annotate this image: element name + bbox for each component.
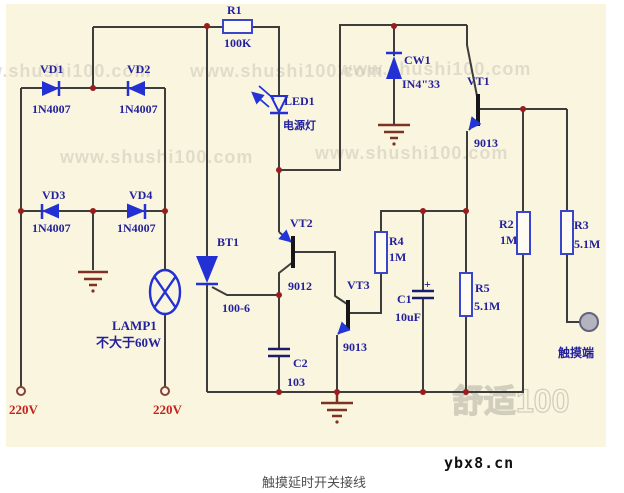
vd4-value: 1N4007 xyxy=(117,221,156,235)
vt1-ref: VT1 xyxy=(467,74,490,88)
r2-value: 1M xyxy=(500,233,517,247)
resistor-r5-body xyxy=(459,272,473,317)
watermark-text: www.shushi100.com xyxy=(337,59,531,79)
diode-vd1 xyxy=(42,81,61,96)
vt2-ref: VT2 xyxy=(290,216,313,230)
semiconductors xyxy=(40,51,402,286)
resistors xyxy=(222,19,574,317)
r5-ref: R5 xyxy=(475,281,490,295)
vd2-value: 1N4007 xyxy=(119,102,158,116)
vt2-value: 9012 xyxy=(288,279,312,293)
watermark-text: www.shushi100.com xyxy=(314,143,508,163)
transistor-arrows xyxy=(278,116,482,335)
resistor-r2-body xyxy=(516,211,531,255)
ground-icon xyxy=(378,123,410,140)
vt1-value: 9013 xyxy=(474,136,498,150)
bt1-ref: BT1 xyxy=(217,235,239,249)
capacitor-c1-plates xyxy=(412,289,434,300)
scr-bt1 xyxy=(196,256,218,286)
cw1-ref: CW1 xyxy=(404,53,431,67)
led1-ref: LED1 xyxy=(284,94,315,108)
ground-icon xyxy=(78,270,108,287)
led1-value: 电源灯 xyxy=(283,118,316,132)
figure-caption: 触摸延时开关接线 xyxy=(262,475,366,490)
c1-ref: C1 xyxy=(397,292,412,306)
ac-terminal-label-mid: 220V xyxy=(153,402,183,417)
c2-ref: C2 xyxy=(293,356,308,370)
vt3-ref: VT3 xyxy=(347,278,370,292)
zener-cw1 xyxy=(386,51,402,79)
vd3-value: 1N4007 xyxy=(32,221,71,235)
vd1-ref: VD1 xyxy=(40,62,63,76)
junction-dots xyxy=(18,23,526,395)
vd3-ref: VD3 xyxy=(42,188,65,202)
resistor-r1-body xyxy=(222,19,253,34)
cw1-value: IN4"33 xyxy=(402,77,440,91)
diode-vd4 xyxy=(127,203,147,219)
lamp1-value: 不大于60W xyxy=(96,335,161,350)
capacitor-c2-plates xyxy=(268,347,290,358)
c2-value: 103 xyxy=(287,375,305,389)
r2-ref: R2 xyxy=(499,217,514,231)
lamp1-ref: LAMP1 xyxy=(112,318,157,333)
r1-ref: R1 xyxy=(227,3,242,17)
vd4-ref: VD4 xyxy=(129,188,152,202)
led-led1 xyxy=(254,86,289,115)
watermark-text: www.shushi100.com xyxy=(0,61,151,81)
r3-value: 5.1M xyxy=(574,237,600,251)
watermark-text: www.shushi100.com xyxy=(59,147,253,167)
ground-icon xyxy=(321,393,353,418)
schematic-paper xyxy=(6,4,606,447)
r4-ref: R4 xyxy=(389,234,404,248)
capacitors xyxy=(268,289,434,358)
terminal-220v-mid xyxy=(160,386,170,396)
r4-value: 1M xyxy=(389,250,406,264)
vt3-value: 9013 xyxy=(343,340,367,354)
watermark-logo: 舒适100 xyxy=(452,383,569,419)
c1-polarity: + xyxy=(424,277,431,291)
ac-terminal-label-left: 220V xyxy=(9,402,39,417)
led-emission-arrows xyxy=(254,86,275,108)
r3-ref: R3 xyxy=(574,218,589,232)
watermark-text: www.shushi100.com xyxy=(189,61,383,81)
ground-symbols xyxy=(78,123,410,424)
touch-terminal-pad xyxy=(579,312,599,332)
vd1-value: 1N4007 xyxy=(32,102,71,116)
vd2-ref: VD2 xyxy=(127,62,150,76)
diode-vd2 xyxy=(126,81,145,96)
terminal-220v-left xyxy=(16,386,26,396)
r5-value: 5.1M xyxy=(474,299,500,313)
diode-vd3 xyxy=(40,203,59,219)
site-brand: ybx8.cn xyxy=(444,454,514,472)
c1-value: 10uF xyxy=(395,310,421,324)
touch-terminal-label: 触摸端 xyxy=(558,345,594,360)
resistor-r3-body xyxy=(560,210,574,255)
bt1-value: 100-6 xyxy=(222,301,250,315)
lamp-symbol xyxy=(148,268,182,316)
r1-value: 100K xyxy=(224,36,252,50)
resistor-r4-body xyxy=(374,231,388,274)
